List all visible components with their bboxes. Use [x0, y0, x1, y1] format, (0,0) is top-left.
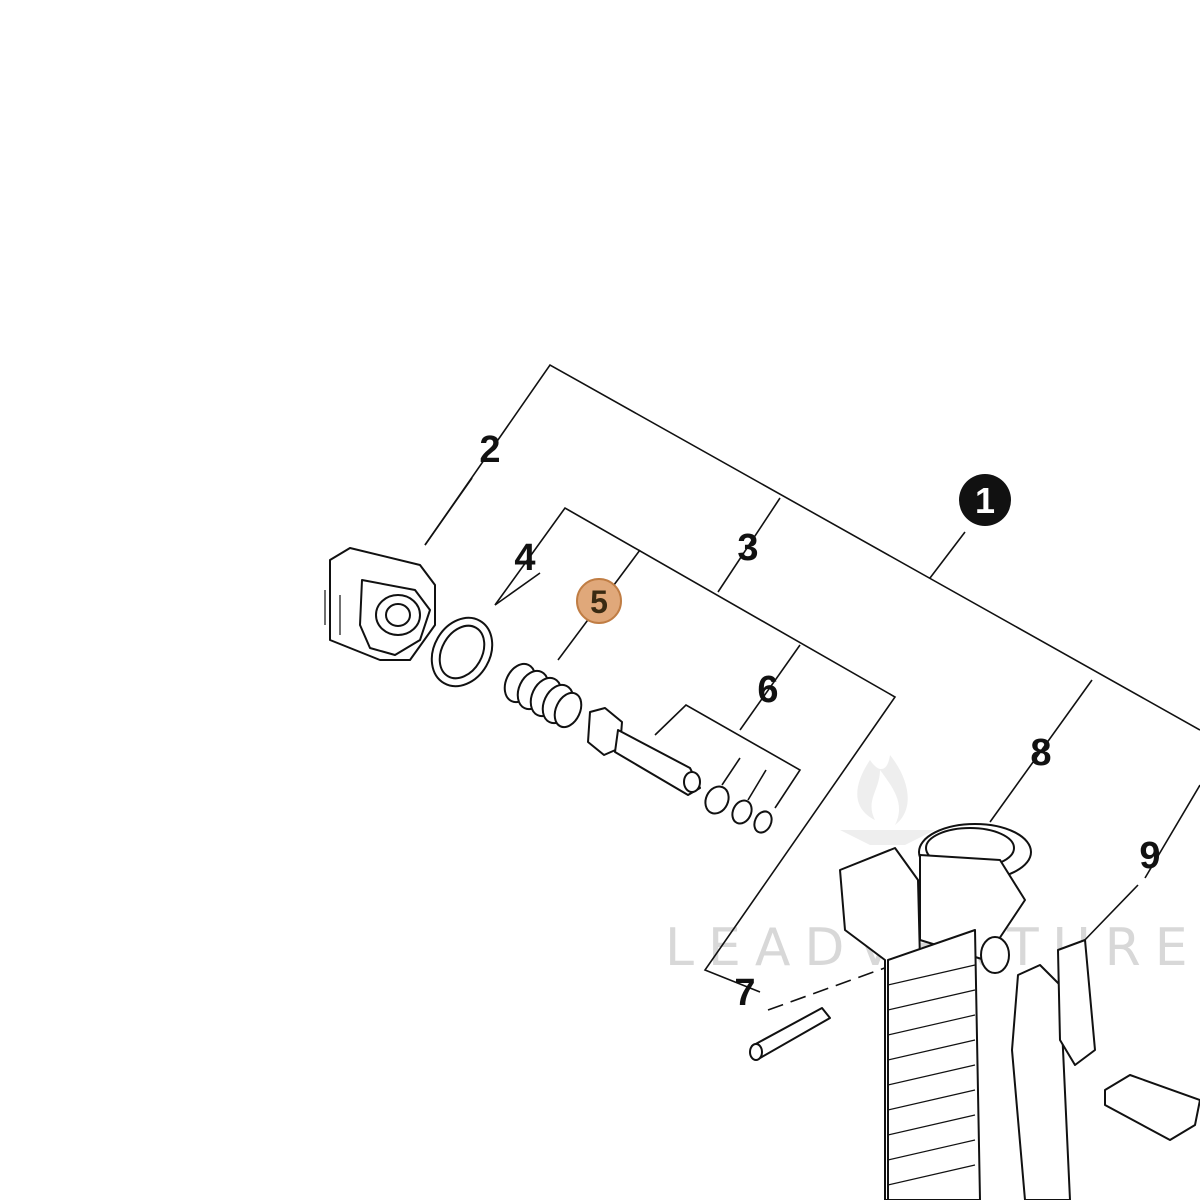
callout-9-label: 9: [1139, 835, 1160, 877]
callout-5-label: 5: [590, 584, 608, 620]
part-8-valve-body: [839, 823, 1032, 1200]
part-6-valve-stem: [587, 707, 773, 834]
flame-logo-icon: [840, 755, 935, 845]
callout-6-label: 6: [757, 669, 778, 711]
callout-4-label: 4: [514, 537, 535, 579]
part-7-pin: [749, 1007, 831, 1061]
callout-1-label: 1: [975, 480, 995, 521]
callout-1-badge: [959, 474, 1011, 526]
part-2-hex-cap: [324, 547, 436, 661]
callout-3-label: 3: [737, 527, 758, 569]
part-9-lever: [1011, 939, 1200, 1200]
callout-2-label: 2: [479, 429, 500, 471]
callout-8-label: 8: [1030, 732, 1051, 774]
callout-1: 1: [959, 474, 1011, 526]
callout-5: 5: [576, 578, 622, 624]
callout-7-label: 7: [734, 972, 755, 1014]
part-4-o-ring: [430, 616, 494, 688]
part-5-spring: [503, 662, 583, 729]
callout-5-badge: [576, 578, 622, 624]
